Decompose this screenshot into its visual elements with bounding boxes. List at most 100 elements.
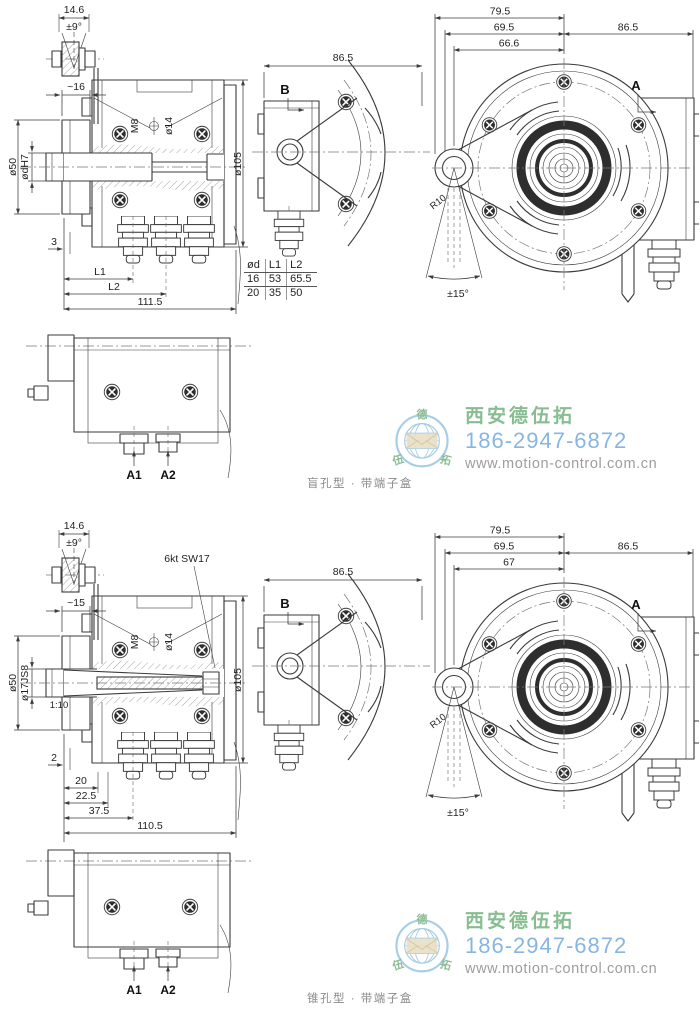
cable-gland-icon xyxy=(647,240,681,290)
dimensions: ~15 ø50 ø17JS8 ø105 2 20 22.5 37.5 110.5 xyxy=(7,595,248,842)
swing-range xyxy=(425,686,483,799)
terminal-box-side-view: 86.5 B xyxy=(252,52,430,258)
cable-gland-icon xyxy=(647,759,681,809)
port-label-a1: A1 xyxy=(126,468,142,482)
section-caption: 盲孔型 · 带端子盒 xyxy=(307,478,413,490)
screw-icon xyxy=(193,191,211,209)
dim-clamp-angle: ±9° xyxy=(66,537,82,549)
encoder-bottom-body xyxy=(27,849,232,994)
flange-disc-edge xyxy=(337,59,386,247)
dim-outer: 79.5 xyxy=(490,6,511,18)
dim-mid: 69.5 xyxy=(494,541,515,553)
screw-icon xyxy=(181,383,199,401)
front-view-taper: 79.5 69.5 67 86.5 xyxy=(425,525,699,822)
table-row: 20 35 50 xyxy=(244,286,317,300)
company-logo-icon: 德 伍 拓 xyxy=(391,912,453,973)
stator-coupling-detail xyxy=(46,14,104,124)
dim-body-dia: ø105 xyxy=(232,668,244,692)
cable-gland-icon xyxy=(273,725,305,771)
dim-shaft-dia: ø17JS8 xyxy=(19,665,31,701)
screw-icon xyxy=(193,707,211,725)
logo-char-left: 伍 xyxy=(391,956,405,973)
dim-22-5: 22.5 xyxy=(76,790,97,802)
port-label-a1: A1 xyxy=(126,983,142,997)
watermark-company: 西安德伍拓 xyxy=(465,910,576,932)
logo-char-top: 德 xyxy=(416,912,428,926)
dim-clamp-angle: ±9° xyxy=(66,21,82,33)
dim-face-offset: 3 xyxy=(51,236,57,248)
table-header: L1 xyxy=(264,259,287,273)
screw-icon xyxy=(193,125,211,143)
dim-clamp-width: 14.6 xyxy=(64,4,85,16)
stator-coupling-detail xyxy=(46,530,104,640)
watermark: 德 伍 拓 西安德伍拓 186-2947-6872 www.motion-con… xyxy=(391,910,657,978)
dim-total-length: 110.5 xyxy=(137,820,163,832)
terminal-box-side-view: 86.5 B xyxy=(252,566,430,772)
logo-char-right: 拓 xyxy=(439,452,453,468)
screw-icon xyxy=(103,898,121,916)
label-screw-m8: M8 xyxy=(129,635,141,650)
cable-gland-icon xyxy=(183,216,215,264)
screw-icon xyxy=(111,707,129,725)
view-label-b: B xyxy=(280,596,289,611)
screw-icon xyxy=(193,641,211,659)
table-header: L2 xyxy=(286,259,317,273)
port-label-a2: A2 xyxy=(160,983,176,997)
dim-total-length: 111.5 xyxy=(138,296,163,308)
screw-icon xyxy=(181,898,199,916)
dim-flange-length: ~15 xyxy=(67,597,85,609)
watermark-website: www.motion-control.com.cn xyxy=(465,455,658,472)
dim-right-width: 86.5 xyxy=(618,541,639,553)
view-label-a: A xyxy=(631,597,641,612)
logo-char-top: 德 xyxy=(416,407,428,421)
side-section-view-taper: 14.6 ±9° 6kt SW17 M8 ø14 1:10 xyxy=(7,520,248,842)
dim-inner: 67 xyxy=(503,557,515,569)
cable-gland-icon xyxy=(150,732,182,780)
view-label-b: B xyxy=(280,82,289,97)
cable-curve xyxy=(233,225,241,305)
cable-glands xyxy=(117,732,215,780)
dimensions: 79.5 69.5 66.6 86.5 xyxy=(434,6,694,154)
screw-icon xyxy=(630,116,647,134)
dim-swing-angle: ±15° xyxy=(447,807,469,819)
screw-icon xyxy=(630,202,647,220)
dim-l1: L1 xyxy=(94,266,106,278)
logo-char-right: 拓 xyxy=(439,957,453,973)
cable-gland-icon xyxy=(183,732,215,780)
envelope-shape xyxy=(406,938,438,954)
label-pin-dia: ø14 xyxy=(163,117,175,135)
dim-outer: 79.5 xyxy=(490,525,511,537)
dim-right-width: 86.5 xyxy=(618,22,639,34)
watermark-website: www.motion-control.com.cn xyxy=(465,960,658,977)
bottom-view-blind: A1 A2 xyxy=(26,334,252,482)
watermark-company: 西安德伍拓 xyxy=(465,405,576,427)
watermark-phone: 186-2947-6872 xyxy=(465,428,628,454)
table-row: 16 53 65.5 xyxy=(244,272,317,287)
port-label-a2: A2 xyxy=(160,468,176,482)
screw-icon xyxy=(630,721,647,739)
encoder-bottom-body xyxy=(27,334,232,479)
envelope-shape xyxy=(406,433,438,449)
dim-clamp-width: 14.6 xyxy=(64,520,85,532)
flange-disc-edge xyxy=(337,573,386,761)
dim-body-dia: ø105 xyxy=(232,152,244,176)
dim-mid: 69.5 xyxy=(494,22,515,34)
dim-20: 20 xyxy=(75,775,87,787)
dimensions: ~16 ø50 ødH7 ø105 3 L1 L2 111.5 xyxy=(7,79,248,314)
dim-inner: 66.6 xyxy=(499,38,520,50)
label-taper-ratio: 1:10 xyxy=(50,700,69,711)
watermark: 德 伍 拓 西安德伍拓 186-2947-6872 www.motion-con… xyxy=(391,405,657,473)
label-screw-m8: M8 xyxy=(129,119,141,134)
front-view-blind: 79.5 69.5 66.6 86.5 xyxy=(425,6,699,303)
shaft-dimension-table: ød L1 L2 16 53 65.5 20 35 50 xyxy=(244,259,317,300)
bottom-view-taper: A1 A2 xyxy=(26,849,252,997)
company-logo-icon: 德 伍 拓 xyxy=(391,407,453,468)
section-caption: 锥孔型 · 带端子盒 xyxy=(307,993,413,1005)
watermark-phone: 186-2947-6872 xyxy=(465,933,628,959)
side-section-view-blind: 14.6 ±9° M8 ø14 ~16 ø xyxy=(7,4,248,314)
swing-range xyxy=(425,167,483,280)
logo-char-left: 伍 xyxy=(391,451,405,468)
dim-flange-length: ~16 xyxy=(67,81,85,93)
view-label-a: A xyxy=(631,78,641,93)
cable-curve xyxy=(233,741,241,821)
